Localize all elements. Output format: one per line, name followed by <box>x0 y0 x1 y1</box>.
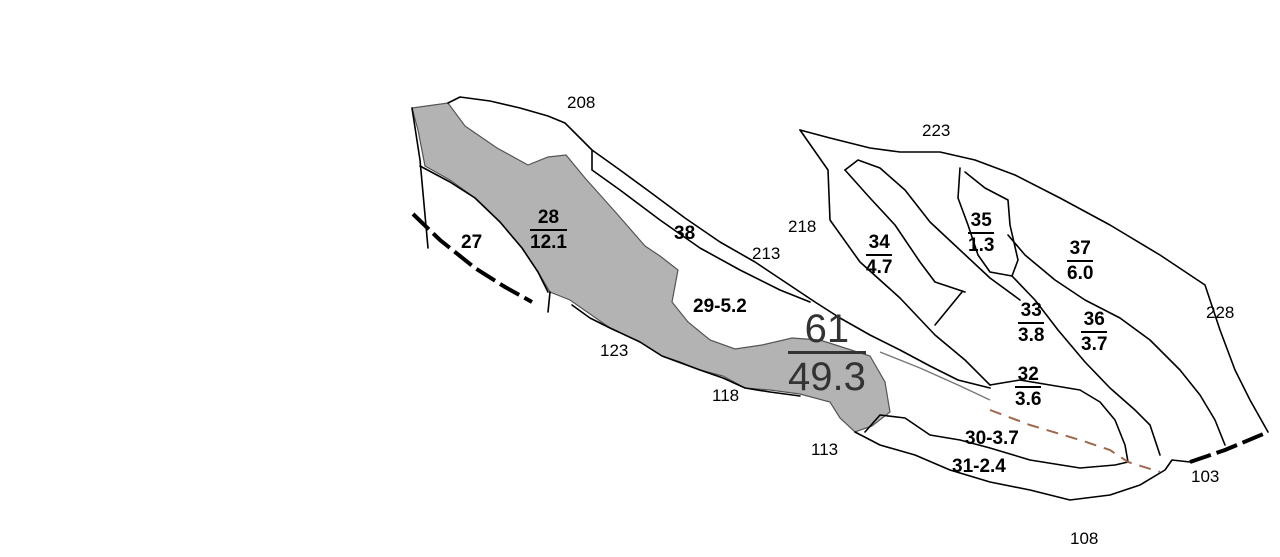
boundary-label-208: 208 <box>567 93 596 112</box>
stand-33-number: 33 <box>1018 300 1045 324</box>
stand-label-28: 28 12.1 <box>530 207 567 253</box>
road-left <box>411 212 533 304</box>
stand-34-area: 4.7 <box>866 257 893 278</box>
boundary-label-118: 118 <box>712 386 740 405</box>
stand-37-area: 6.0 <box>1067 263 1094 284</box>
stand-33-36-boundary <box>1011 275 1161 456</box>
trail <box>989 409 1161 473</box>
stand-36-number: 36 <box>1081 309 1108 333</box>
stand-61-number: 61 <box>788 308 866 354</box>
stand-32-boundary <box>989 379 1129 463</box>
boundary-label-228: 228 <box>1206 303 1235 322</box>
stand-37-number: 37 <box>1067 238 1094 262</box>
stand-label-37: 37 6.0 <box>1067 238 1094 284</box>
boundary-label-218: 218 <box>788 217 817 236</box>
stand-34-lower <box>844 169 966 293</box>
stand-label-30: 30-3.7 <box>965 428 1019 449</box>
highlighted-stand-area <box>411 102 891 433</box>
stand-34-inner <box>844 159 1021 301</box>
stand-35-number: 35 <box>968 210 995 234</box>
boundary-label-223: 223 <box>922 121 951 140</box>
stand-label-38: 38 <box>674 223 696 244</box>
stand-35-area: 1.3 <box>968 235 995 256</box>
stand-label-35: 35 1.3 <box>968 210 995 256</box>
stand-label-33: 33 3.8 <box>1018 300 1045 346</box>
stand-31-boundary <box>854 431 1191 501</box>
stand-28-number: 28 <box>530 207 567 231</box>
stand-34-number: 34 <box>866 232 893 256</box>
stand-38-boundary <box>591 149 811 303</box>
stand-label-34: 34 4.7 <box>866 232 893 278</box>
stand-36-area: 3.7 <box>1081 334 1108 355</box>
stand-label-32: 32 3.6 <box>1015 364 1042 410</box>
stand-32-area: 3.6 <box>1015 389 1042 410</box>
boundary-label-108: 108 <box>1070 529 1099 548</box>
right-block-boundary <box>799 129 1269 433</box>
left-block-boundary <box>447 96 991 389</box>
road-right <box>1189 430 1269 464</box>
stand-label-27: 27 <box>461 232 483 253</box>
stand-27-boundary <box>411 107 429 249</box>
stand-34-boundary <box>799 129 991 386</box>
boundary-label-123: 123 <box>600 341 629 360</box>
stand-30-boundary <box>864 414 1129 469</box>
stand-label-29: 29-5.2 <box>693 296 747 317</box>
stand-37-boundary <box>1007 234 1226 446</box>
gray-edge <box>879 351 991 401</box>
stand-32-number: 32 <box>1015 364 1042 388</box>
boundary-label-213: 213 <box>752 244 781 263</box>
stand-label-31: 31-2.4 <box>952 456 1006 477</box>
boundary-label-113: 113 <box>811 440 839 459</box>
highlighted-stand-label-61: 61 49.3 <box>788 308 866 398</box>
boundary-label-103: 103 <box>1191 467 1220 486</box>
stand-27-inner-boundary <box>419 165 549 293</box>
stand-33-area: 3.8 <box>1018 325 1045 346</box>
stand-28-area: 12.1 <box>530 232 567 253</box>
lower-left-boundary <box>547 291 801 397</box>
stand-34-split <box>934 291 963 326</box>
stand-label-36: 36 3.7 <box>1081 309 1108 355</box>
stand-61-area: 49.3 <box>788 355 866 399</box>
